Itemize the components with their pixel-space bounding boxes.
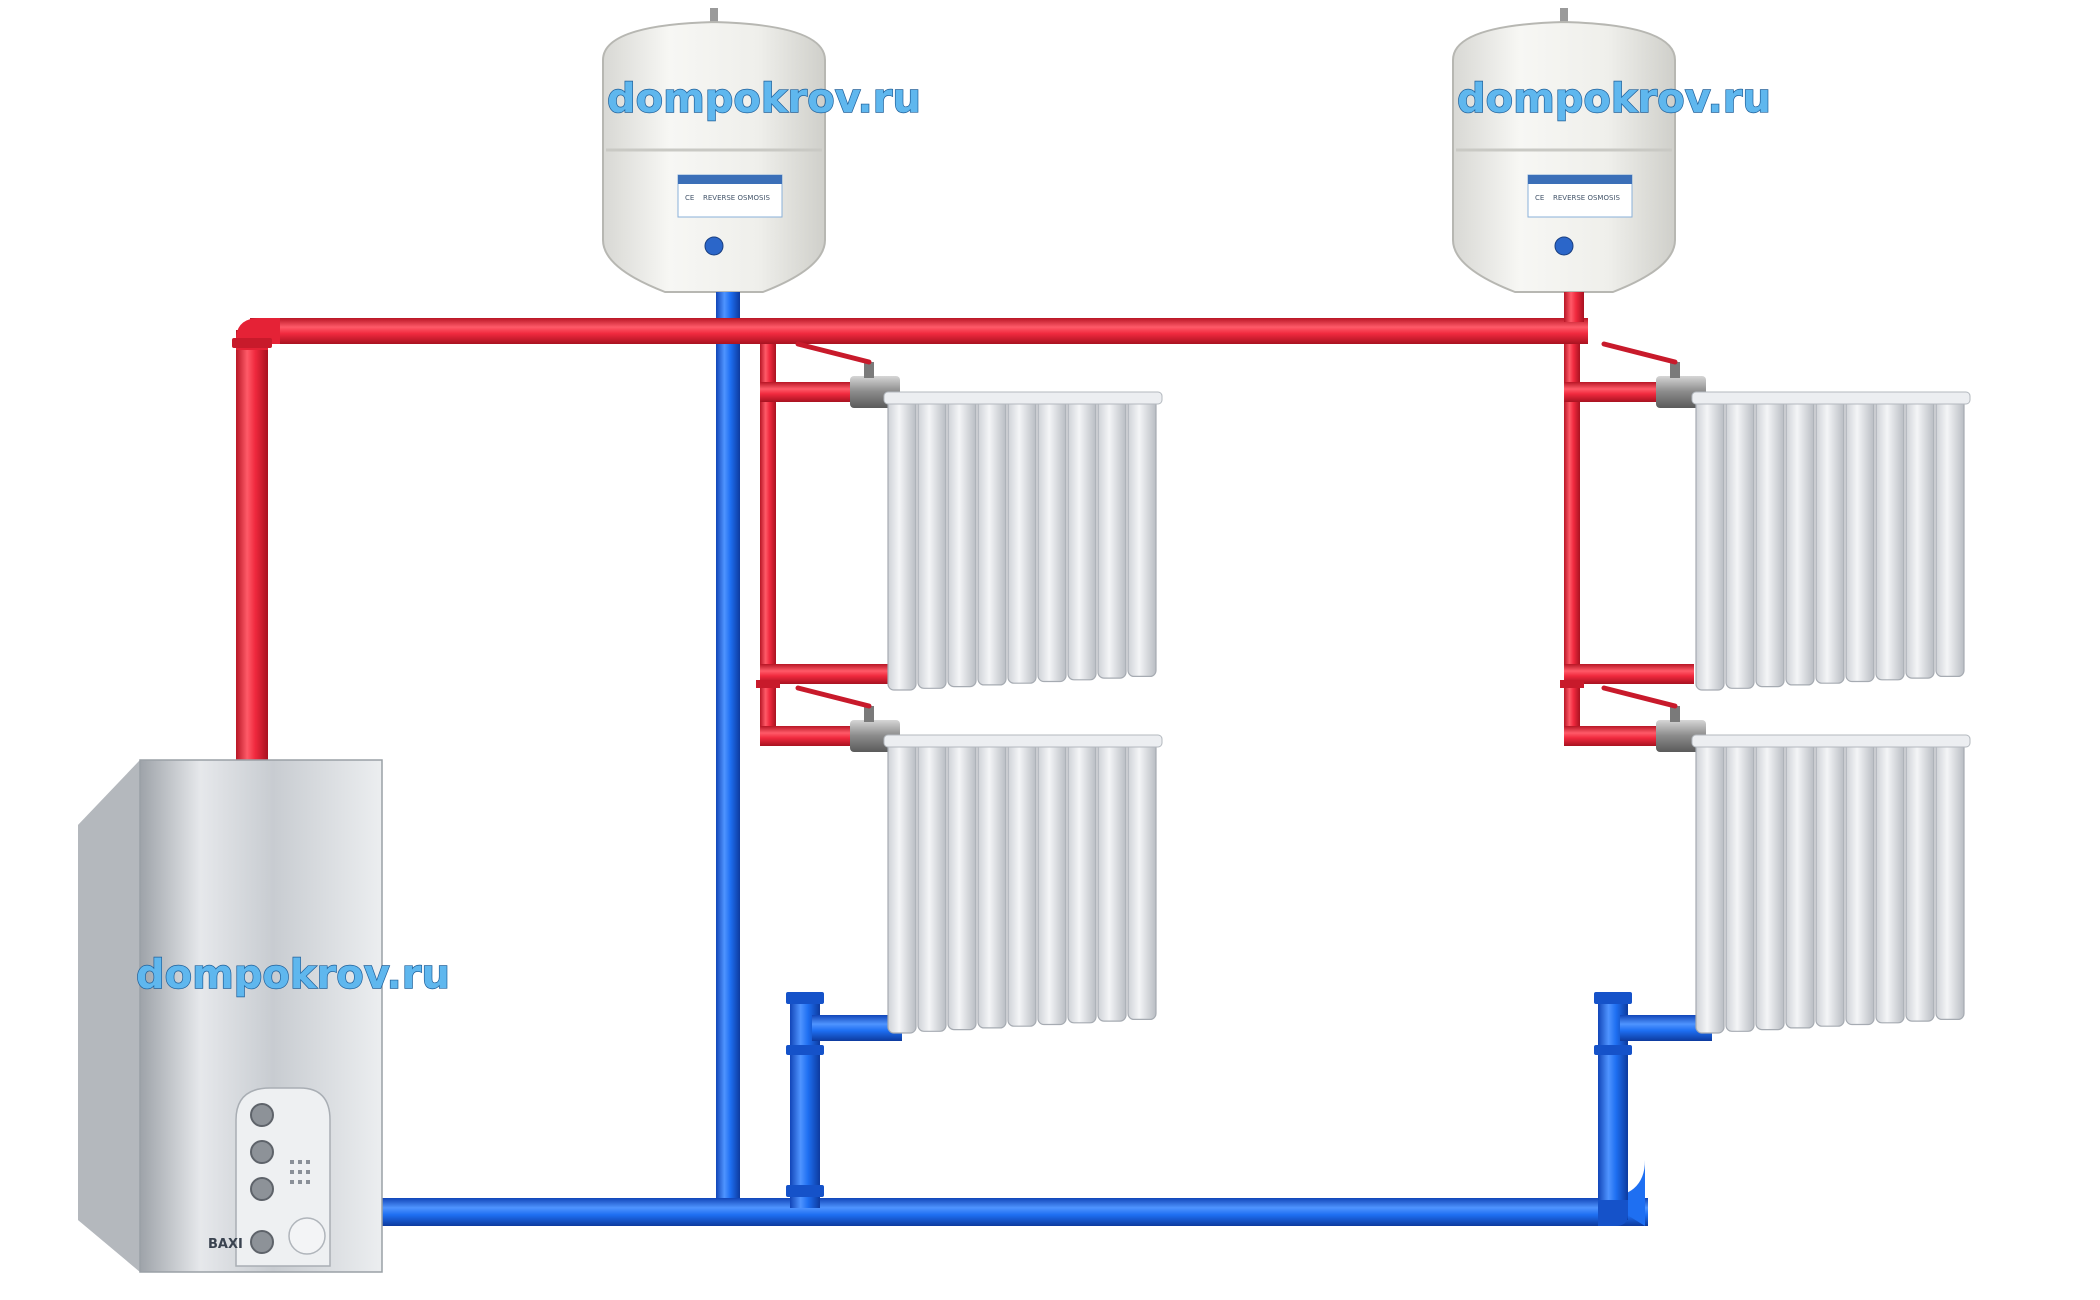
- watermark-boiler: dompokrov.ru: [136, 952, 450, 998]
- radiator-top-manifold: [1691, 734, 1971, 748]
- tank-label-ce: CE: [685, 194, 694, 202]
- return-pipes: [378, 292, 1712, 1226]
- expansion-tank-right: CE REVERSE OSMOSIS dompokrov.ru: [1452, 8, 1772, 293]
- boiler-brand-logo: BAXI: [208, 1237, 243, 1252]
- radiator-section: [1725, 396, 1755, 689]
- radiator-section: [1875, 737, 1905, 1024]
- boiler-knob-4: [250, 1230, 274, 1254]
- radiator-section: [977, 738, 1007, 1029]
- radiator-section: [1037, 737, 1067, 1026]
- radiator-section: [1785, 738, 1815, 1029]
- radiator-section: [1875, 394, 1905, 681]
- radiator-right-lower: [1691, 734, 1971, 1034]
- supply-branch-right: [1564, 344, 1580, 746]
- tank-label-title: REVERSE OSMOSIS: [1553, 194, 1620, 202]
- radiator-section: [1097, 736, 1127, 1022]
- boiler-display: [288, 1217, 326, 1255]
- radiator-section: [947, 739, 977, 1031]
- tank-label-title: REVERSE OSMOSIS: [703, 194, 770, 202]
- radiator-section: [887, 397, 917, 691]
- supply-main-horizontal: [250, 318, 1588, 344]
- boiler-knob-2: [250, 1140, 274, 1164]
- radiator-left-lower: [883, 734, 1163, 1034]
- gas-boiler: BAXI dompokrov.ru: [78, 759, 451, 1273]
- boiler-knob-1: [250, 1103, 274, 1127]
- radiator-section: [1695, 740, 1725, 1034]
- supply-pipes: [232, 292, 1694, 760]
- boiler-knob-3: [250, 1177, 274, 1201]
- supply-branch-left: [760, 344, 776, 746]
- radiator-top-manifold: [883, 734, 1163, 748]
- radiator-section: [1905, 736, 1935, 1022]
- radiator-section: [917, 396, 947, 689]
- radiator-section: [1067, 737, 1097, 1024]
- return-main-horizontal: [378, 1198, 1648, 1226]
- radiator-section: [1935, 736, 1965, 1020]
- radiator-section: [1067, 394, 1097, 681]
- radiator-section: [1815, 738, 1845, 1027]
- radiator-section: [887, 740, 917, 1034]
- radiator-section: [1695, 397, 1725, 691]
- radiator-section: [1815, 395, 1845, 684]
- radiator-section: [1845, 394, 1875, 683]
- radiator-section: [1845, 737, 1875, 1026]
- radiator-section: [1007, 738, 1037, 1027]
- return-riser-main: [716, 292, 740, 1209]
- radiator-section: [947, 396, 977, 688]
- radiator-section: [977, 395, 1007, 686]
- radiator-section: [1725, 739, 1755, 1032]
- radiator-right-upper: [1691, 391, 1971, 691]
- tank-label-ce: CE: [1535, 194, 1544, 202]
- expansion-tank-left: CE REVERSE OSMOSIS dompokrov.ru: [602, 8, 922, 293]
- radiator-section: [1785, 395, 1815, 686]
- radiator-top-manifold: [1691, 391, 1971, 405]
- radiator-section: [917, 739, 947, 1032]
- watermark-tank-left: dompokrov.ru: [607, 76, 921, 122]
- radiator-section: [1007, 395, 1037, 684]
- radiator-section: [1127, 393, 1157, 677]
- radiator-section: [1905, 393, 1935, 679]
- supply-boiler-riser: [236, 330, 268, 760]
- radiator-section: [1127, 736, 1157, 1020]
- radiator-section: [1755, 396, 1785, 688]
- radiator-top-manifold: [883, 391, 1163, 405]
- watermark-tank-right: dompokrov.ru: [1457, 76, 1771, 122]
- radiator-section: [1935, 393, 1965, 677]
- radiator-left-upper: [883, 391, 1163, 691]
- radiator-section: [1755, 739, 1785, 1031]
- radiator-section: [1037, 394, 1067, 683]
- radiator-section: [1097, 393, 1127, 679]
